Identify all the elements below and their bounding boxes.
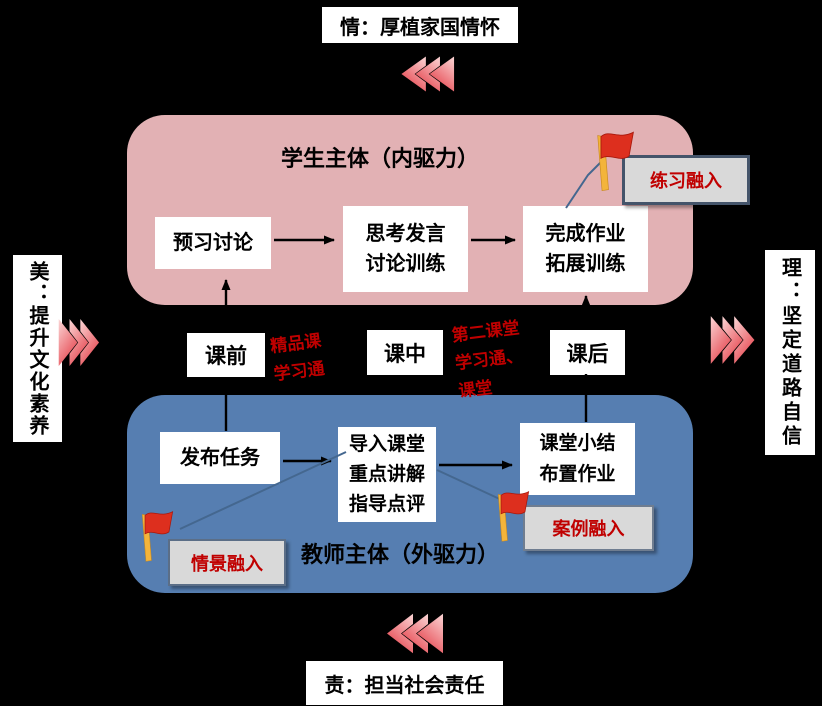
top-banner-label: 情：厚植家国情怀 [340,16,500,39]
flag-label-text: 练习融入 [650,171,722,191]
student-step-think-speak: 思考发言 讨论训练 [343,206,468,292]
step-line: 重点讲解 [348,463,425,485]
flag-label-text: 案例融入 [552,519,625,539]
flag-label-practice: 练习融入 [622,155,750,205]
phase-in-class: 课中 [367,330,443,375]
flag-label-case: 案例融入 [523,505,654,551]
step-line: 布置作业 [539,464,616,485]
step-line: 指导点评 [348,493,425,515]
step-line: 讨论训练 [365,253,446,275]
student-step-preview-discussion: 预习讨论 [155,217,271,269]
teacher-step-publish-task: 发布任务 [160,432,280,484]
platform-annotation-after: 第二课堂 学习通、 课堂 [450,314,528,406]
triple-chevron-right-icon [58,319,100,366]
triple-chevron-left-icon [401,56,455,92]
flag-label-text: 情景融入 [191,553,263,574]
right-banner: 理：坚定道路自信 [763,248,817,457]
bottom-banner-label: 责：担当社会责任 [324,674,485,697]
platform-annotation-before: 精品课 学习通 [269,327,326,389]
step-line: 导入课堂 [348,433,425,455]
step-line: 发布任务 [180,447,260,469]
step-line: 预习讨论 [173,232,253,254]
flag-label-scenario: 情景融入 [168,539,286,586]
teacher-panel-title: 教师主体（外驱力） [300,542,499,567]
step-line: 思考发言 [365,223,446,245]
student-panel-title: 学生主体（内驱力） [280,146,479,171]
step-line: 拓展训练 [545,253,626,275]
phase-before-class: 课前 [187,333,265,377]
right-banner-label: 理：坚定道路自信 [778,256,801,449]
teacher-step-summary-assign: 课堂小结 布置作业 [520,423,635,495]
teacher-step-lecture-guide: 导入课堂 重点讲解 指导点评 [338,427,436,522]
left-banner-label: 美：提升文化素养 [26,260,48,437]
top-banner: 情：厚植家国情怀 [320,5,520,45]
step-line: 完成作业 [545,223,626,245]
triple-chevron-left-icon [387,613,443,654]
phase-after-class: 课后 [550,330,625,375]
phase-label: 课前 [205,345,247,368]
bottom-banner: 责：担当社会责任 [304,659,505,706]
phase-label: 课后 [566,342,609,366]
triple-chevron-right-icon [710,316,755,364]
left-banner: 美：提升文化素养 [11,253,64,444]
annotation-line: 学习通 [272,358,326,384]
step-line: 课堂小结 [539,433,616,454]
student-step-homework-extension: 完成作业 拓展训练 [523,206,648,292]
phase-label: 课中 [384,342,426,366]
